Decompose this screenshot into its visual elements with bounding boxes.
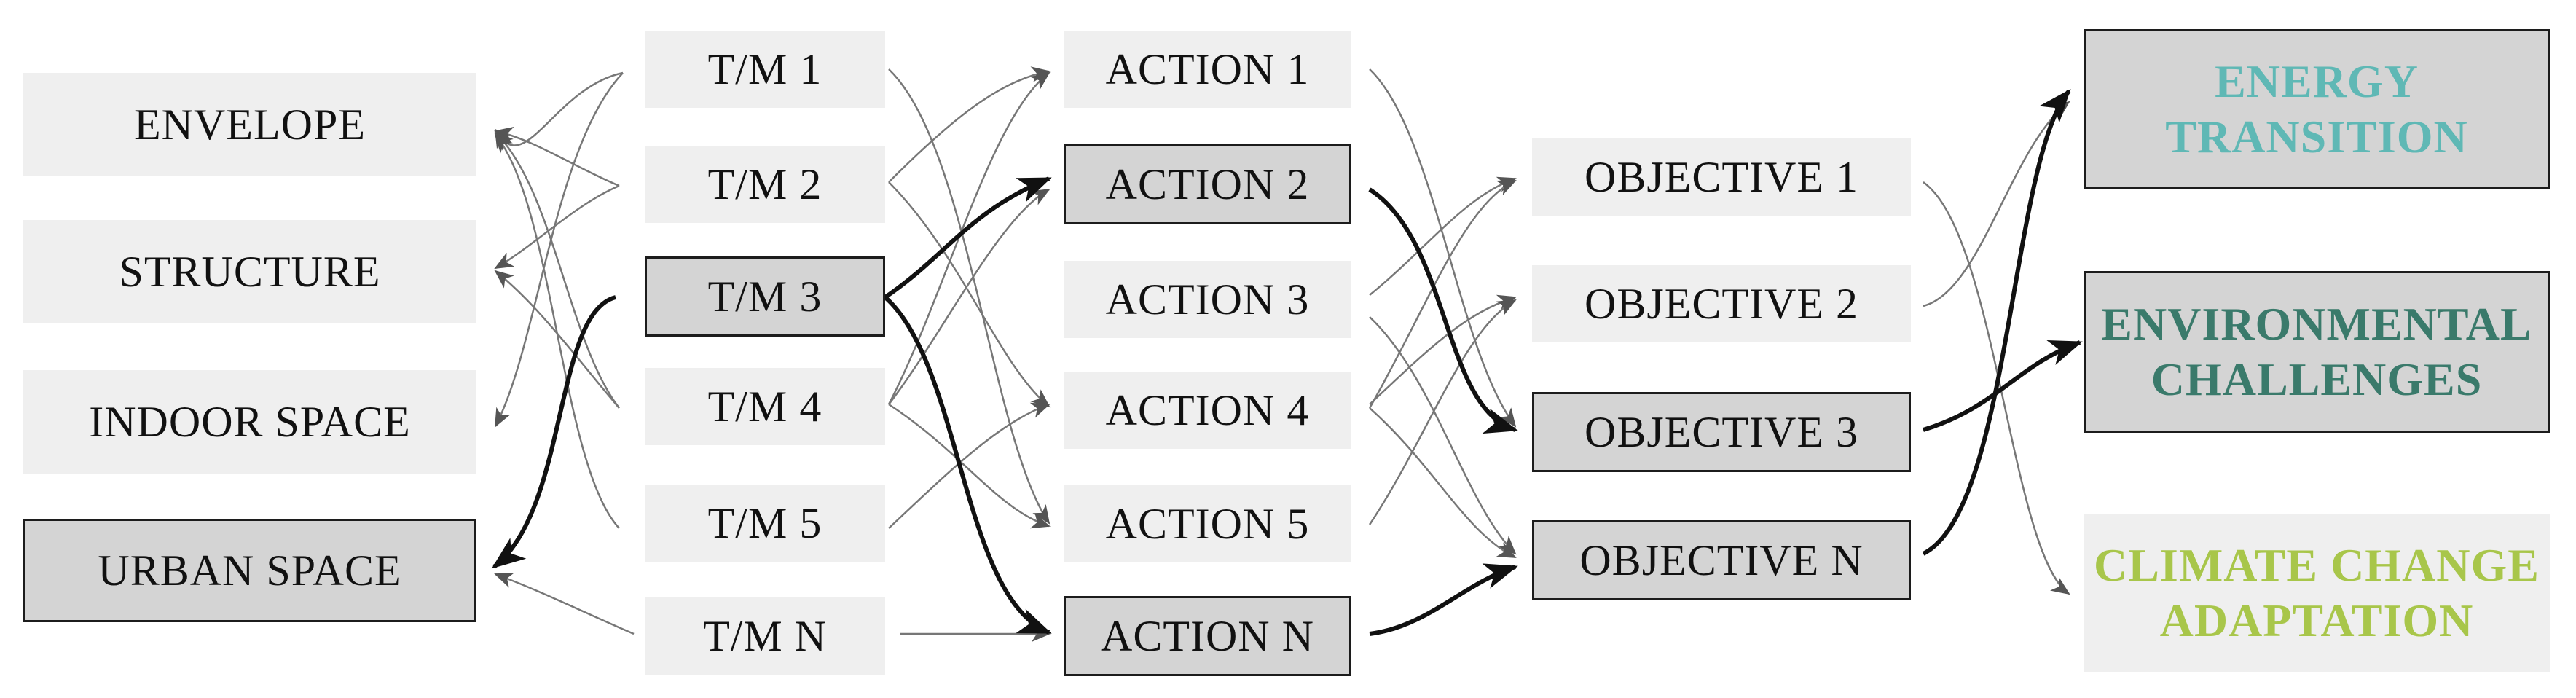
component-envelope: ENVELOPE: [23, 73, 476, 176]
connector-on-energy: [1922, 88, 2071, 556]
connector-tm2-a4: [888, 181, 1051, 408]
connector-o3-environmental: [1923, 340, 2083, 432]
connector-tm2-structure: [494, 184, 620, 270]
action-n: ACTION N: [1064, 596, 1351, 676]
goal-energy-line2: TRANSITION: [2165, 111, 2468, 162]
thin-connectors: [494, 66, 2070, 642]
connector-a3-on: [1369, 316, 1517, 555]
goal-energy-line1: ENERGY: [2215, 55, 2419, 108]
action-3: ACTION 3: [1064, 261, 1351, 338]
goal-climate-line1: CLIMATE CHANGE: [2094, 539, 2540, 592]
component-structure: STRUCTURE: [23, 220, 476, 323]
goal-environmental-line2: CHALLENGES: [2151, 353, 2483, 405]
action-2: ACTION 2: [1064, 144, 1351, 224]
connector-tm4-envelope: [494, 131, 620, 409]
connector-tm2-envelope: [494, 126, 620, 187]
objective-n: OBJECTIVE N: [1532, 520, 1911, 600]
connector-a1-o3: [1369, 68, 1517, 428]
bold-connectors: [491, 88, 2083, 636]
tm-1: T/M 1: [645, 31, 885, 108]
action-5: ACTION 5: [1064, 485, 1351, 562]
objective-1: OBJECTIVE 1: [1532, 138, 1911, 216]
connector-tm4-a5: [888, 403, 1051, 529]
connector-tm5-envelope: [494, 133, 620, 529]
connector-an-on: [1369, 563, 1518, 636]
connector-tm1-a5: [888, 68, 1051, 525]
goal-climate-line2: ADAPTATION: [2159, 595, 2474, 646]
connector-o1-climate: [1923, 181, 2070, 595]
goal-environmental-challenges: ENVIRONMENTAL CHALLENGES: [2084, 271, 2550, 433]
component-urban-space: URBAN SPACE: [23, 519, 476, 622]
action-4: ACTION 4: [1064, 372, 1351, 449]
connector-tm1-indoor: [494, 72, 624, 428]
goal-environmental-line1: ENVIRONMENTAL: [2101, 298, 2532, 350]
objective-3: OBJECTIVE 3: [1532, 392, 1911, 472]
objective-2: OBJECTIVE 2: [1532, 265, 1911, 342]
connector-tm3-a2: [884, 176, 1052, 299]
connector-tm4-structure: [494, 270, 620, 409]
connector-tm5-a4: [888, 402, 1051, 529]
connector-tm2-a1: [888, 66, 1051, 183]
connector-tm4-a1: [887, 71, 1051, 405]
connector-a2-o3: [1368, 187, 1518, 434]
connector-tm3-urban: [491, 295, 616, 569]
connector-o2-energy: [1923, 101, 2070, 307]
connector-a4-o1: [1368, 179, 1517, 409]
tm-3: T/M 3: [645, 256, 885, 337]
tm-4: T/M 4: [645, 368, 885, 445]
connector-a4-on: [1369, 407, 1517, 559]
connector-tmn-urban: [494, 572, 635, 635]
connector-tm3-an: [884, 295, 1052, 635]
goal-energy-transition: ENERGY TRANSITION: [2084, 29, 2550, 189]
component-indoor-space: INDOOR SPACE: [23, 370, 476, 474]
tm-5: T/M 5: [645, 485, 885, 562]
tm-n: T/M N: [645, 597, 885, 675]
connector-a5-o2: [1368, 299, 1517, 525]
connector-tm4-a2: [888, 188, 1051, 405]
action-1: ACTION 1: [1064, 31, 1351, 108]
goal-climate-change-adaptation: CLIMATE CHANGE ADAPTATION: [2084, 514, 2550, 672]
tm-2: T/M 2: [645, 146, 885, 223]
connector-tm1-envelope: [494, 71, 624, 149]
